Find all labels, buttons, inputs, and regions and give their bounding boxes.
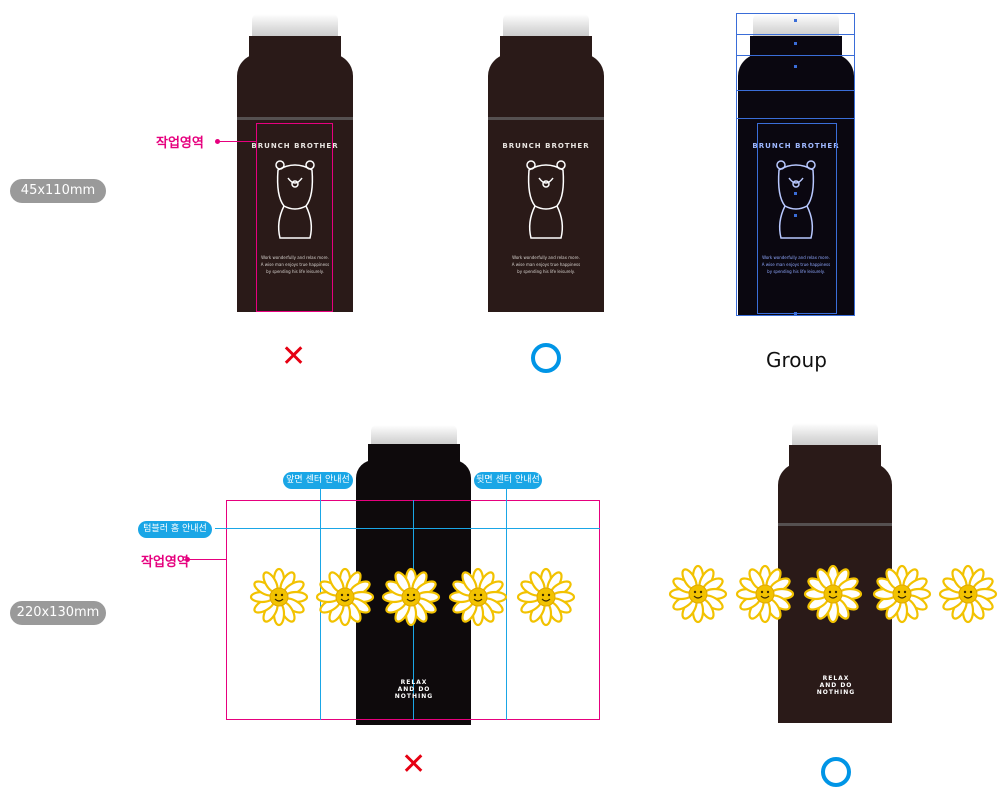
brand-text: BRUNCH BROTHER [752, 142, 840, 150]
relax-line: RELAX [400, 679, 428, 686]
work-area-frame [256, 123, 333, 312]
anchor-point [794, 312, 797, 315]
bear-illustration [776, 160, 816, 239]
relax-line: NOTHING [394, 693, 434, 700]
work-area-pointer-line-2 [189, 559, 226, 560]
anchor-point [794, 192, 797, 195]
daisy-flower [381, 567, 441, 627]
work-area-label-2: 작업영역 [141, 555, 189, 570]
anchor-point [794, 214, 797, 217]
front-center-guide [320, 486, 321, 720]
daisy-flower [872, 564, 932, 624]
tagline-line: A wise man enjoys true happiness [761, 262, 831, 267]
tagline-line: Work wonderfully and relax more. [762, 255, 830, 260]
daisy-flower [315, 567, 375, 627]
daisy-flower [938, 564, 998, 624]
selection-line-top [736, 34, 855, 35]
wrong-mark-1: ✕ [281, 339, 307, 374]
selection-inner-box [757, 123, 837, 314]
bottle-band [778, 523, 892, 526]
tagline-line: A wise man enjoys true happiness [511, 262, 581, 267]
work-area-label: 작업영역 [156, 136, 204, 151]
anchor-point [794, 42, 797, 45]
work-area-pointer-dot [215, 139, 220, 144]
selection-line-band2 [736, 118, 855, 119]
groove-guide-line [215, 528, 600, 529]
relax-line: NOTHING [816, 689, 856, 696]
right-mark-1 [531, 343, 561, 373]
front-center-tag: 앞면 센터 안내선 [283, 472, 353, 489]
work-area-pointer-line [219, 141, 256, 142]
tagline-line: Work wonderfully and relax more. [261, 255, 329, 260]
tagline: Work wonderfully and relax more. A wise … [243, 254, 347, 275]
tagline-line: by spending his life leisurely. [767, 269, 825, 274]
back-center-tag: 뒷면 센터 안내선 [474, 472, 542, 489]
daisy-flower [249, 567, 309, 627]
relax-line: AND DO [819, 682, 853, 689]
tagline: Work wonderfully and relax more. A wise … [744, 254, 848, 275]
bottle-top-right: BRUNCH BROTHER Work wonderfully and rela… [488, 14, 604, 314]
selection-line-mid [736, 55, 855, 56]
bottle-cap [252, 14, 338, 38]
relax-line: AND DO [397, 686, 431, 693]
size-badge-220x130: 220x130mm [10, 601, 106, 625]
bottle-band [237, 117, 353, 120]
bear-illustration [275, 160, 315, 239]
daisy-flower [668, 564, 728, 624]
tagline: Work wonderfully and relax more. A wise … [494, 254, 598, 275]
brand-text: BRUNCH BROTHER [502, 142, 590, 150]
tagline-line: by spending his life leisurely. [517, 269, 575, 274]
daisy-flower [735, 564, 795, 624]
back-center-guide [506, 486, 507, 720]
relax-text: RELAX AND DO NOTHING [392, 679, 436, 700]
work-area-pointer-dot-2 [185, 557, 190, 562]
daisy-flower [516, 567, 576, 627]
tagline-line: A wise man enjoys true happiness [260, 262, 330, 267]
relax-text: RELAX AND DO NOTHING [814, 675, 858, 696]
anchor-point [794, 19, 797, 22]
bottle-band [488, 117, 604, 120]
selection-outer-box [736, 13, 855, 316]
anchor-point [794, 65, 797, 68]
bear-illustration [526, 160, 566, 239]
selection-line-band [736, 90, 855, 91]
relax-line: RELAX [822, 675, 850, 682]
tagline-line: by spending his life leisurely. [266, 269, 324, 274]
daisy-flower [448, 567, 508, 627]
groove-guide-tag: 텀블러 홈 안내선 [138, 521, 212, 538]
bottle-cap [371, 425, 457, 447]
group-label: Group [766, 348, 827, 372]
right-mark-2 [821, 757, 851, 787]
bottle-cap [792, 423, 878, 447]
daisy-flower [803, 564, 863, 624]
bottle-cap [503, 14, 589, 38]
brand-text: BRUNCH BROTHER [251, 142, 339, 150]
tagline-line: Work wonderfully and relax more. [512, 255, 580, 260]
wrong-mark-2: ✕ [401, 747, 427, 782]
size-badge-45x110: 45x110mm [10, 179, 106, 203]
